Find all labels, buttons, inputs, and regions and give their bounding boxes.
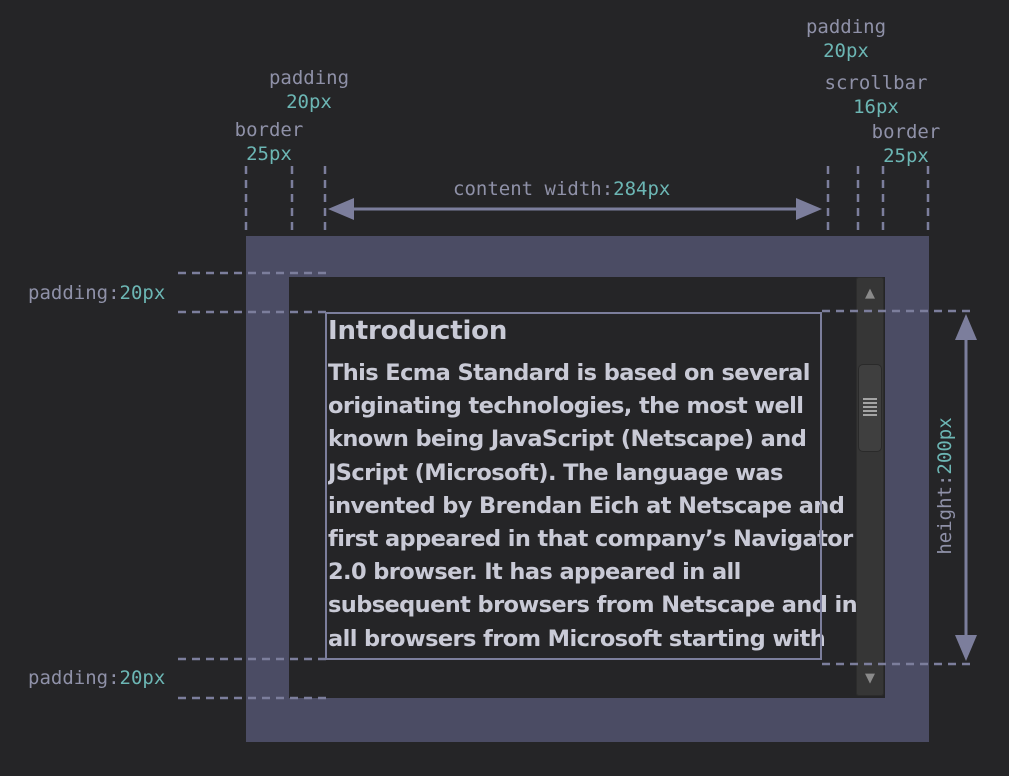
label-padding-left-name: padding [268, 67, 350, 89]
label-padding-bottom-name: padding: [28, 667, 120, 689]
content-body: This Ecma Standard is based on several o… [328, 360, 858, 652]
content-width-arrow-right [796, 198, 822, 220]
label-padding-right-value: 20px [823, 40, 869, 62]
label-padding-left: padding 20px [256, 66, 362, 114]
label-padding-bottom-value: 20px [119, 667, 166, 689]
label-padding-top-name: padding: [28, 282, 120, 304]
label-border-right: border 25px [856, 120, 956, 168]
label-content-width-name: content width: [453, 178, 614, 200]
scrollbar[interactable]: ▲ ▼ [856, 277, 884, 696]
label-padding-top-value: 20px [119, 282, 166, 304]
label-content-width: content width:284px [453, 177, 670, 201]
label-scrollbar-value: 16px [853, 96, 899, 118]
scroll-down-arrow-icon[interactable]: ▼ [865, 671, 875, 686]
content-width-arrow-left [328, 198, 354, 220]
label-height: height:200px [933, 417, 957, 554]
scroll-up-arrow-icon[interactable]: ▲ [865, 286, 875, 301]
content-title: Introduction [328, 316, 508, 346]
label-border-left: border 25px [218, 118, 320, 166]
label-border-left-value: 25px [246, 143, 292, 165]
content-area: Introduction This Ecma Standard is based… [328, 313, 868, 663]
label-scrollbar-name: scrollbar [824, 72, 928, 94]
label-padding-top: padding:20px [28, 281, 165, 305]
scrollbar-thumb[interactable] [859, 365, 881, 451]
label-content-width-value: 284px [613, 178, 671, 200]
content-box-outline [325, 312, 822, 660]
grip-icon [863, 398, 877, 416]
label-border-left-name: border [234, 119, 304, 141]
label-padding-right: padding 20px [794, 15, 898, 63]
height-arrow-down [955, 635, 977, 661]
label-padding-left-value: 20px [286, 91, 332, 113]
label-padding-bottom: padding:20px [28, 666, 165, 690]
label-border-right-name: border [871, 121, 941, 143]
label-height-value: 200px [934, 417, 956, 475]
label-padding-right-name: padding [805, 16, 887, 38]
padding-area [289, 277, 885, 698]
label-height-name: height: [934, 474, 956, 555]
label-border-right-value: 25px [883, 145, 929, 167]
height-arrow-up [955, 314, 977, 340]
label-scrollbar: scrollbar 16px [812, 71, 940, 119]
